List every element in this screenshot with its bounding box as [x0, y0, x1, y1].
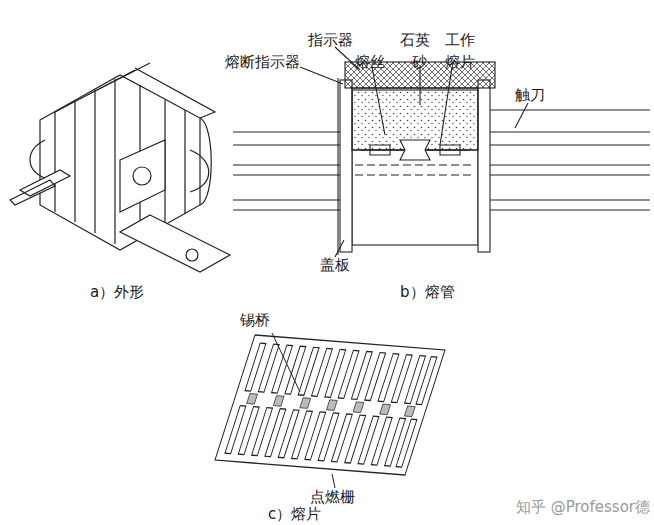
part-label: 点燃栅 — [310, 490, 355, 505]
fuse-tube — [233, 47, 650, 257]
part-label: 锡桥 — [240, 313, 270, 328]
watermark: 知乎 @Professor德 — [516, 500, 650, 515]
part-label: 工作 — [445, 33, 475, 48]
part-label: 砂 — [412, 55, 427, 70]
part-label: a）外形 — [90, 285, 144, 300]
part-label: 熔片 — [445, 55, 475, 70]
leader-line — [272, 333, 335, 488]
part-label: b）熔管 — [400, 285, 455, 300]
part-label: 熔断指示器 — [225, 55, 300, 70]
part-label: 触刀 — [515, 88, 545, 103]
part-label: 石英 — [400, 33, 430, 48]
part-label: 指示器 — [308, 33, 353, 48]
part-label: 盖板 — [320, 258, 350, 273]
part-label: c）熔片 — [268, 507, 321, 522]
fuse-strip — [215, 335, 445, 475]
fuse-outline — [10, 63, 230, 272]
part-label: 熔丝 — [355, 55, 385, 70]
